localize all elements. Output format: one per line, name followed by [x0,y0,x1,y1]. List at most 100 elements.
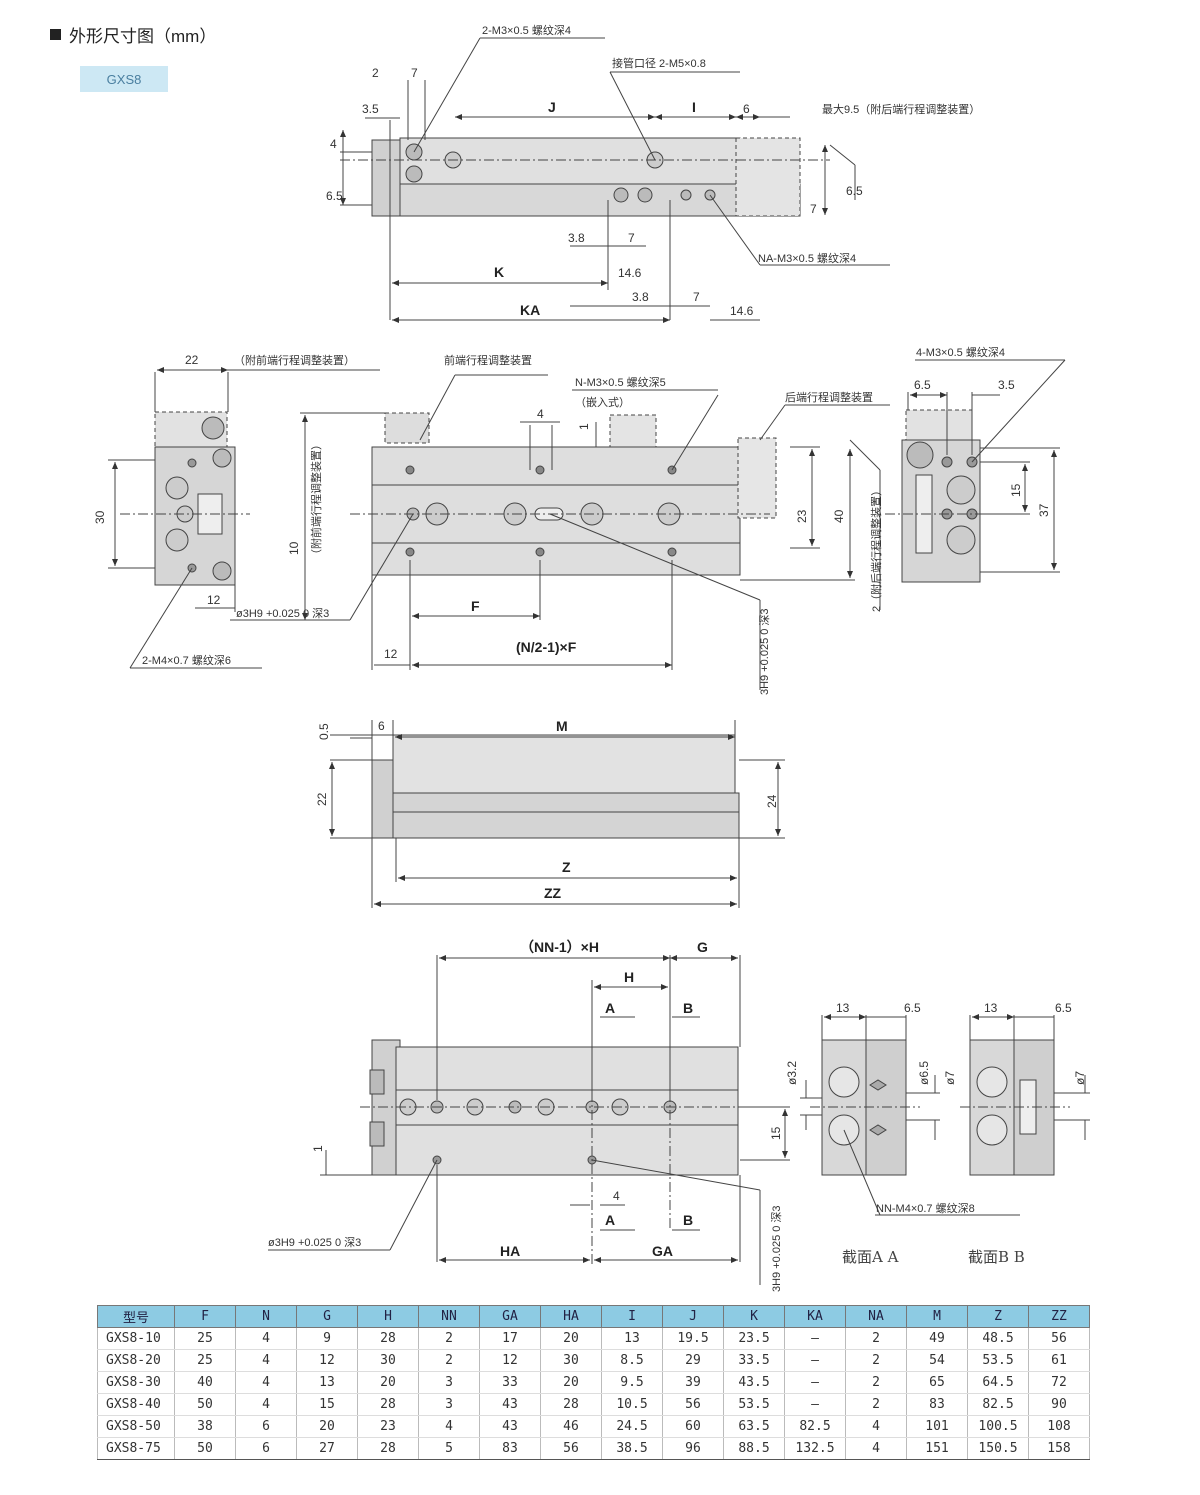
top-adjuster [735,137,801,217]
page-header: 外形尺寸图（mm） [50,22,216,47]
dim-7d: 7 [693,290,700,304]
table-cell: 43 [479,1393,541,1416]
table-cell: 53.5 [967,1349,1029,1372]
table-cell: 2 [418,1327,480,1350]
table-cell: 33.5 [723,1349,785,1372]
dim-1m: 1 [577,423,591,430]
label-max-adj: 最大9.5（附后端行程调整装置） [822,102,980,116]
table-cell: 4 [235,1393,297,1416]
table-cell: 9.5 [601,1371,663,1394]
table-cell: 25 [174,1327,236,1350]
dim-4b: 4 [613,1189,620,1203]
bottom-view [268,955,790,1285]
dim-13a: 13 [836,1001,850,1015]
front-view-labels: 前端行程调整装置 N-M3×0.5 螺纹深5 （嵌入式） 4 1 后端行程调整装… [236,353,883,695]
dim-7a: 7 [411,66,418,80]
label-section-aa: 截面A A [842,1248,899,1266]
table-cell: 158 [1028,1437,1090,1460]
label-n-thread: N-M3×0.5 螺纹深5 [575,375,666,389]
table-cell: 9 [296,1327,358,1350]
table-cell: 53.5 [723,1393,785,1416]
dim-4m: 4 [537,407,544,421]
dim-22: 22 [185,353,199,367]
table-cell: 64.5 [967,1371,1029,1394]
model-cell: GXS8-75 [97,1437,175,1460]
label-section-bb: 截面B B [968,1248,1025,1266]
table-cell: 56 [1028,1327,1090,1350]
dim-K: K [494,264,504,280]
table-cell: 25 [174,1349,236,1372]
dim-12a: 12 [207,593,221,607]
table-cell: 5 [418,1437,480,1460]
table-cell: 3 [418,1393,480,1416]
col-header: H [357,1305,419,1328]
label-m3-4: 4-M3×0.5 螺纹深4 [916,345,1005,359]
table-cell: 38.5 [601,1437,663,1460]
dim-J: J [548,99,556,115]
table-cell: 38 [174,1415,236,1438]
dim-14-6b: 14.6 [730,304,754,318]
label-v-hole-b: 3H9 +0.025 0 深3 [770,1205,783,1292]
top-view [340,37,890,323]
table-header-row: 型号 F N G H NN GA HA I J K KA NA M Z ZZ [97,1305,1090,1328]
dim-24: 24 [765,794,779,808]
dim-d7a: ø7 [943,1071,957,1085]
model-cell: GXS8-20 [97,1349,175,1372]
dim-KA: KA [520,302,540,318]
model-tag: GXS8 [80,66,168,92]
table-cell: 72 [1028,1371,1090,1394]
table-cell: 60 [662,1415,724,1438]
label-port: 接管口径 2-M5×0.8 [612,56,706,70]
top-table [399,183,801,217]
table-cell: 4 [845,1437,907,1460]
dim-6-5a: 6.5 [326,189,343,203]
table-cell: 63.5 [723,1415,785,1438]
table-cell: 27 [296,1437,358,1460]
table-cell: 2 [845,1327,907,1350]
dim-6-5b: 6.5 [846,184,863,198]
table-cell: 65 [906,1371,968,1394]
dim-3-5: 3.5 [362,102,379,116]
section-views [800,1014,1090,1216]
bullet-square-icon [50,29,61,40]
table-cell: 82.5 [784,1415,846,1438]
table-cell: 49 [906,1327,968,1350]
side-view-labels: 0.5 6 M 22 24 Z ZZ [315,718,779,901]
dim-nnh: （NN-1）×H [520,939,599,955]
left-end-view [108,367,380,669]
dim-0-5: 0.5 [317,723,331,740]
dimension-table: 型号 F N G H NN GA HA I J K KA NA M Z ZZ G… [97,1305,1090,1460]
table-cell: 28 [357,1393,419,1416]
table-cell: 4 [235,1327,297,1350]
table-cell: 100.5 [967,1415,1029,1438]
top-view-labels: 2-M3×0.5 螺纹深4 接管口径 2-M5×0.8 最大9.5（附后端行程调… [326,23,980,318]
table-cell: 4 [845,1415,907,1438]
table-cell: 83 [906,1393,968,1416]
dim-3-8b: 3.8 [632,290,649,304]
col-header: J [662,1305,724,1328]
label-rear-adj: 后端行程调整装置 [785,390,873,404]
label-v-hole: 3H9 +0.025 0 深3 [758,608,771,695]
col-header: KA [784,1305,846,1328]
table-cell: 4 [235,1371,297,1394]
model-cell: GXS8-50 [97,1415,175,1438]
table-cell: 88.5 [723,1437,785,1460]
col-header: I [601,1305,663,1328]
table-cell: 28 [357,1437,419,1460]
table-cell: 23.5 [723,1327,785,1350]
dim-1b: 1 [311,1145,325,1152]
label-embed: （嵌入式） [575,396,630,409]
dim-d3-2: ø3.2 [785,1061,799,1085]
col-header: G [296,1305,358,1328]
table-cell: 13 [601,1327,663,1350]
table-cell: 20 [296,1415,358,1438]
label-na-thread: NA-M3×0.5 螺纹深4 [758,251,856,265]
page-title: 外形尺寸图（mm） [69,27,217,46]
table-cell: 29 [662,1349,724,1372]
label-nn-thread: NN-M4×0.7 螺纹深8 [876,1201,975,1215]
dim-23: 23 [795,509,809,523]
label-v-front-note: （附前端行程调整装置） [309,439,323,560]
